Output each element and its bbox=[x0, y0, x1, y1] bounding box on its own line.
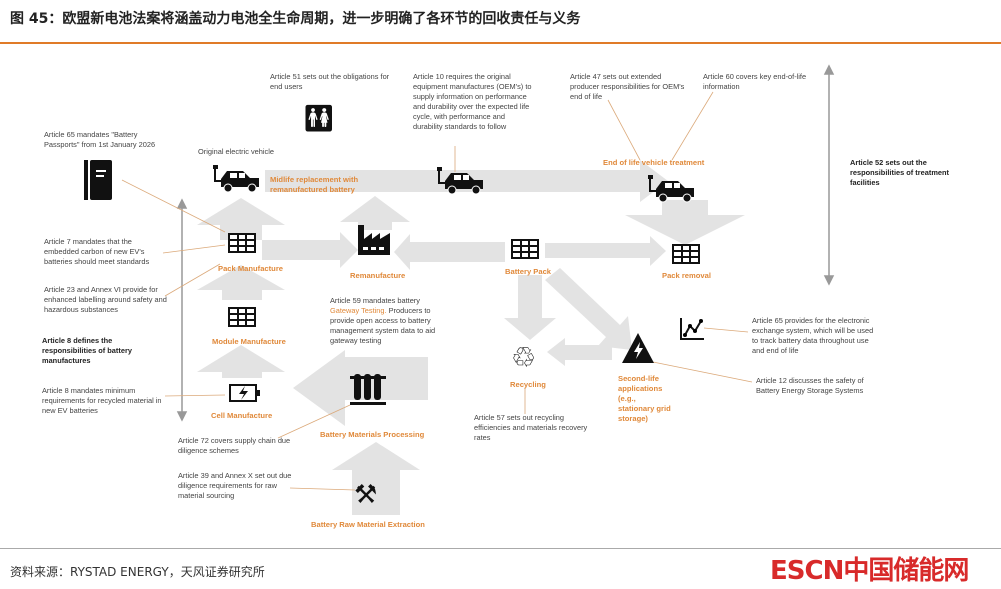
annotation-article-52: Article 52 sets out the responsibilities… bbox=[850, 158, 949, 187]
title-divider bbox=[0, 42, 1001, 44]
label-remanufacture: Remanufacture bbox=[350, 271, 406, 280]
electric-car-icon bbox=[648, 175, 694, 203]
annotation-article-39: Article 39 and Annex X set out due dilig… bbox=[178, 471, 292, 500]
arrow-pack-to-recycling bbox=[504, 275, 556, 340]
annotation-article-59: Article 59 mandates battery Gateway Test… bbox=[330, 296, 448, 346]
battery-grid-icon bbox=[672, 244, 700, 264]
arrow-secondlife-to-recycling bbox=[547, 338, 612, 366]
annotation-article-47: Article 47 sets out extended producer re… bbox=[570, 72, 685, 101]
arrow-pack-to-removal bbox=[545, 236, 666, 266]
annotation-article-7: Article 7 mandates that the embedded car… bbox=[44, 237, 150, 266]
escn-logo: ESCN中国储能网 bbox=[770, 556, 969, 586]
annotation-article-65-exchange: Article 65 provides for the electronic e… bbox=[752, 316, 874, 355]
arrow-raw-up bbox=[332, 442, 420, 515]
arrow-pack-to-reman bbox=[262, 232, 358, 268]
annotation-article-51: Article 51 sets out the obligations for … bbox=[270, 72, 390, 91]
label-raw-extraction: Battery Raw Material Extraction bbox=[311, 520, 425, 529]
arrow-pack-up bbox=[197, 198, 285, 240]
label-pack-removal: Pack removal bbox=[662, 271, 711, 280]
passport-book-icon bbox=[84, 160, 112, 200]
annotation-article-23: Article 23 and Annex VI provide for enha… bbox=[44, 285, 167, 314]
electric-car-icon bbox=[437, 167, 483, 195]
arrow-module-up bbox=[197, 265, 285, 300]
arrow-pack-to-reman-left bbox=[394, 234, 505, 270]
annotation-article-72: Article 72 covers supply chain due dilig… bbox=[178, 436, 291, 455]
annotation-article-8-minimum: Article 8 mandates minimum requirements … bbox=[42, 386, 162, 415]
arrow-eol-down bbox=[625, 200, 745, 245]
factory-icon bbox=[358, 225, 390, 255]
annotation-article-57: Article 57 sets out recycling efficienci… bbox=[474, 413, 588, 442]
gateway-testing-highlight: Gateway Testing. bbox=[330, 306, 387, 315]
annotation-article-60: Article 60 covers key end-of-life inform… bbox=[703, 72, 807, 91]
figure-title: 图 45：欧盟新电池法案将涵盖动力电池全生命周期，进一步明确了各环节的回收责任与… bbox=[10, 11, 581, 27]
battery-grid-icon bbox=[228, 233, 256, 253]
label-eol: End of life vehicle treatment bbox=[603, 158, 705, 167]
test-tubes-icon bbox=[350, 374, 386, 405]
hammer-pick-icon: ⚒ bbox=[354, 479, 378, 509]
battery-grid-icon bbox=[511, 239, 539, 259]
label-pack-manufacture: Pack Manufacture bbox=[218, 264, 283, 273]
battery-charge-icon bbox=[229, 384, 260, 402]
annotation-article-8-definition: Article 8 defines the responsibilities o… bbox=[42, 336, 132, 365]
label-second-life: Second-life applications (e.g., stationa… bbox=[618, 374, 671, 423]
label-module-manufacture: Module Manufacture bbox=[212, 337, 286, 346]
high-voltage-warning-icon bbox=[622, 333, 654, 363]
arrow-reman-up bbox=[340, 196, 410, 230]
line-chart-icon bbox=[680, 318, 704, 340]
annotation-article-65-passport: Article 65 mandates "Battery Passports" … bbox=[44, 130, 156, 149]
label-midlife: Midlife replacement with remanufactured … bbox=[270, 175, 359, 194]
footer-divider bbox=[0, 548, 1001, 549]
end-users-people-icon: 🚻︎ bbox=[302, 103, 336, 133]
a59-rest: Producers to provide open access to batt… bbox=[330, 306, 436, 345]
label-cell-manufacture: Cell Manufacture bbox=[211, 411, 273, 420]
arrow-pack-to-secondlife bbox=[545, 268, 632, 350]
label-original-ev: Original electric vehicle bbox=[198, 147, 274, 156]
electric-car-icon bbox=[213, 165, 259, 193]
arrow-cell-up bbox=[197, 345, 285, 378]
annotation-article-12: Article 12 discusses the safety of Batte… bbox=[756, 376, 864, 395]
a59-text: Article 59 mandates battery bbox=[330, 296, 420, 305]
label-battery-pack: Battery Pack bbox=[505, 267, 552, 276]
source-note: 资料来源：RYSTAD ENERGY，天风证券研究所 bbox=[10, 565, 265, 579]
recycling-icon: ♲ bbox=[511, 342, 537, 373]
annotation-article-10: Article 10 requires the original equipme… bbox=[413, 72, 532, 131]
battery-grid-icon bbox=[228, 307, 256, 327]
label-recycling: Recycling bbox=[510, 380, 546, 389]
label-materials-processing: Battery Materials Processing bbox=[320, 430, 425, 439]
